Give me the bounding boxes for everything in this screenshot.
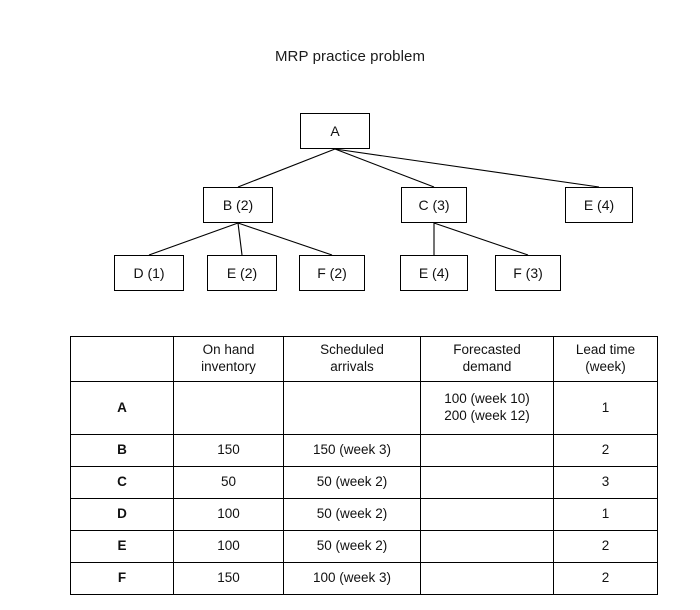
bom-node-label: E (2) <box>226 265 258 281</box>
table-cell-leadtime: 3 <box>553 466 658 499</box>
table-cell-item: C <box>70 466 174 499</box>
bom-node-label: F (3) <box>513 265 543 281</box>
table-cell-scheduled: 150 (week 3) <box>283 434 421 467</box>
bom-edge-b-f1 <box>237 222 333 256</box>
bom-node-f2: F (3) <box>495 255 561 291</box>
table-cell-line: 100 (week 10) <box>444 391 530 407</box>
bom-node-d: D (1) <box>114 255 184 291</box>
bom-node-b: B (2) <box>203 187 273 223</box>
table-cell-line: 200 (week 12) <box>444 408 530 423</box>
table-cell-scheduled: 50 (week 2) <box>283 466 421 499</box>
table-cell-scheduled: 50 (week 2) <box>283 530 421 563</box>
table-cell-leadtime: 1 <box>553 498 658 531</box>
bom-node-c: C (3) <box>401 187 467 223</box>
table-header-line: arrivals <box>330 359 374 374</box>
table-cell-scheduled: 100 (week 3) <box>283 562 421 595</box>
bom-node-e1: E (4) <box>565 187 633 223</box>
bom-node-e2: E (2) <box>207 255 277 291</box>
table-cell-on_hand: 100 <box>173 498 284 531</box>
bom-edge-a-b <box>237 148 336 188</box>
table-cell-on_hand: 100 <box>173 530 284 563</box>
bom-node-label: A <box>330 123 340 139</box>
bom-node-label: F (2) <box>317 265 347 281</box>
table-header-line: demand <box>462 359 512 374</box>
table-cell-item: F <box>70 562 174 595</box>
table-cell-on_hand: 150 <box>173 562 284 595</box>
table-header-line: (week) <box>585 359 626 374</box>
bom-edge-b-e2 <box>237 222 243 256</box>
table-cell-on_hand: 150 <box>173 434 284 467</box>
table-header-item <box>70 336 174 382</box>
table-cell-forecast: 100 (week 10)200 (week 12) <box>420 381 554 435</box>
table-cell-forecast <box>420 498 554 531</box>
table-cell-forecast <box>420 530 554 563</box>
table-cell-leadtime: 1 <box>553 381 658 435</box>
table-header-line: Lead time <box>575 342 636 358</box>
table-cell-on_hand: 50 <box>173 466 284 499</box>
bom-tree-edges <box>148 148 600 256</box>
table-cell-forecast <box>420 434 554 467</box>
table-cell-scheduled: 50 (week 2) <box>283 498 421 531</box>
bom-node-label: E (4) <box>418 265 450 281</box>
table-cell-leadtime: 2 <box>553 530 658 563</box>
bom-tree: A B (2) C (3) E (4) D (1) E (2) F (2) E (4) F (3… <box>0 95 700 310</box>
table-cell-item: E <box>70 530 174 563</box>
page-title: MRP practice problem <box>274 48 426 65</box>
bom-node-label: D (1) <box>133 265 165 281</box>
bom-node-a: A <box>300 113 370 149</box>
bom-node-f1: F (2) <box>299 255 365 291</box>
table-cell-leadtime: 2 <box>553 434 658 467</box>
bom-node-label: C (3) <box>418 197 450 213</box>
bom-node-label: E (4) <box>583 197 615 213</box>
bom-node-e3: E (4) <box>400 255 468 291</box>
table-header-line: On hand <box>202 342 255 358</box>
table-cell-leadtime: 2 <box>553 562 658 595</box>
table-cell-item: D <box>70 498 174 531</box>
table-header-line: inventory <box>201 359 256 374</box>
table-cell-forecast <box>420 562 554 595</box>
table-header-line: Forecasted <box>453 342 521 358</box>
bom-edge-c-f2 <box>433 222 529 256</box>
bom-edge-a-c <box>334 148 435 188</box>
table-cell-item: A <box>70 381 174 435</box>
table-cell-scheduled <box>283 381 421 435</box>
bom-edge-b-d <box>148 222 239 256</box>
bom-edge-a-e1 <box>334 148 600 188</box>
table-cell-item: B <box>70 434 174 467</box>
table-cell-forecast <box>420 466 554 499</box>
table-cell-on_hand <box>173 381 284 435</box>
bom-node-label: B (2) <box>222 197 254 213</box>
table-header-line: Scheduled <box>320 342 384 358</box>
table-header-leadtime: Lead time(week) <box>553 336 658 382</box>
